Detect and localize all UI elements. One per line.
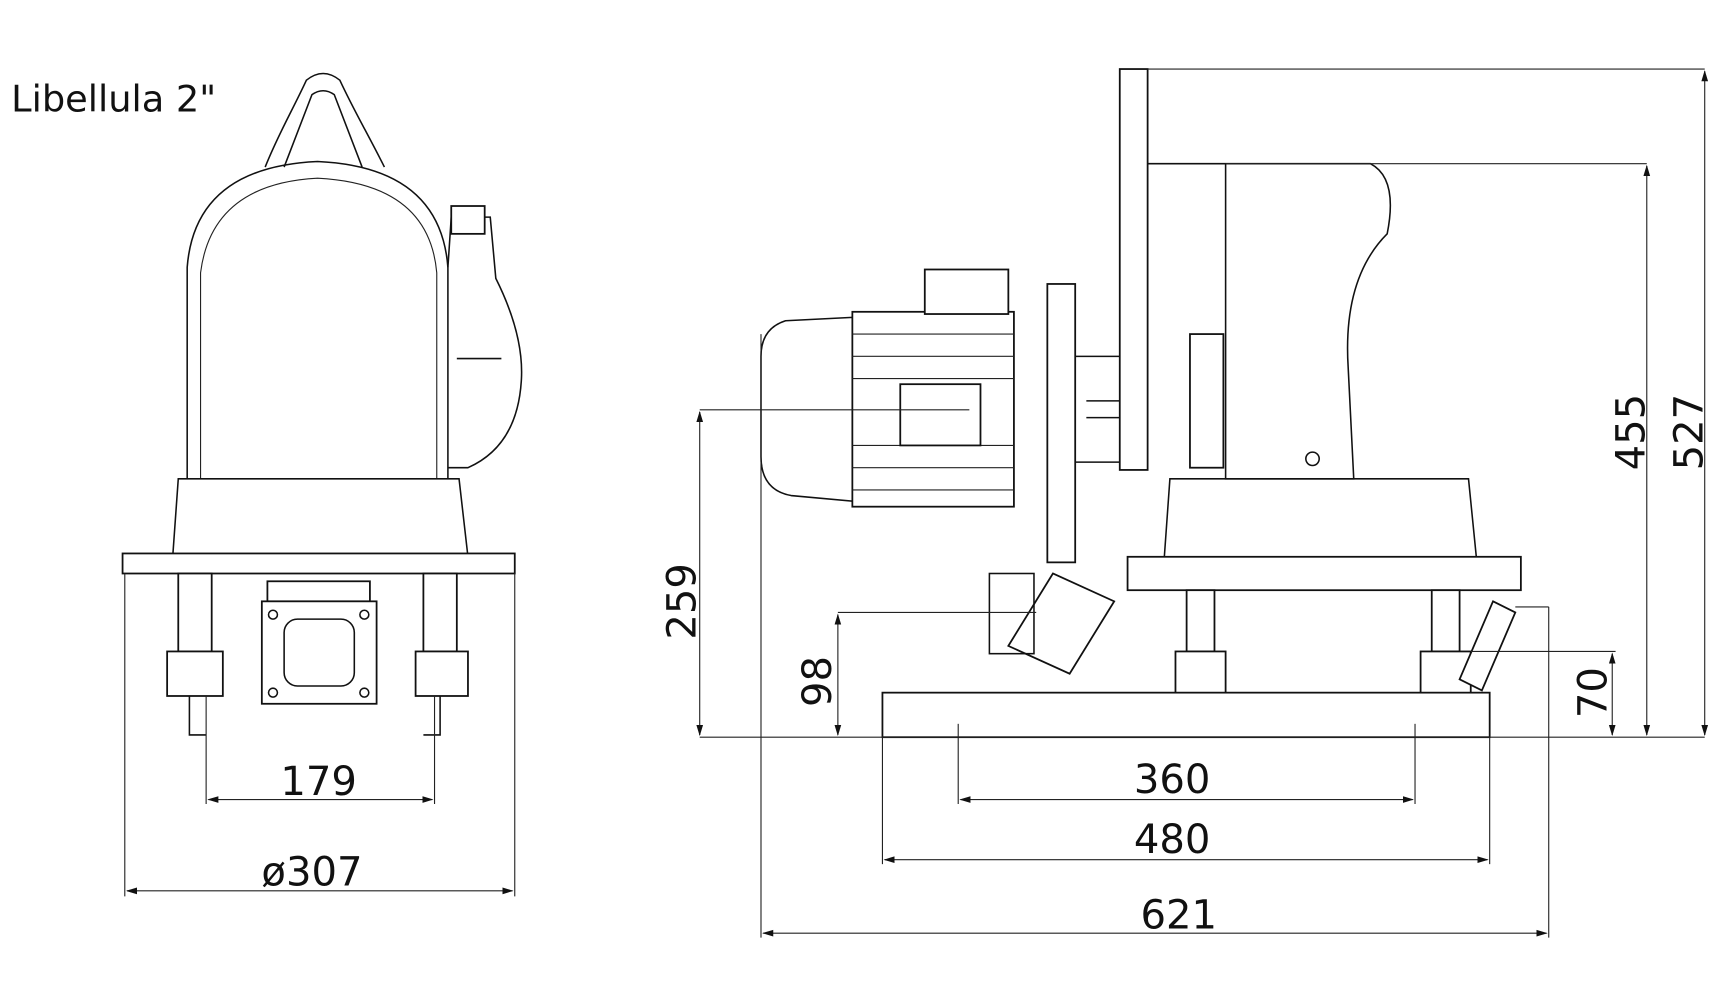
- dim-label-259: 259: [659, 563, 705, 640]
- pump-cover-flange: [1189, 333, 1225, 469]
- side-leg-right: [1430, 589, 1461, 653]
- side-base-plate: [1126, 555, 1522, 592]
- drawing-title: Libellula 2": [11, 77, 216, 120]
- dim-label-455: 455: [1609, 394, 1655, 471]
- base-plate: [121, 552, 516, 575]
- leg-left: [177, 572, 213, 653]
- vent-cap: [450, 205, 486, 235]
- outlet-flange: [260, 600, 378, 705]
- leg-right: [422, 572, 458, 653]
- foot-left: [166, 650, 224, 697]
- dimension-lines: [124, 68, 1709, 938]
- pump-front-plate: [1118, 68, 1149, 471]
- dim-label-70: 70: [1571, 667, 1617, 718]
- dim-label-621: 621: [1141, 893, 1218, 939]
- outlet-port: [283, 618, 356, 687]
- side-foot-left: [1174, 650, 1227, 697]
- motor-flange: [1046, 283, 1077, 564]
- dim-label-179: 179: [280, 759, 357, 805]
- outlet-elbow: [1458, 600, 1517, 692]
- terminal-box: [923, 268, 1010, 315]
- drain-plug: [1305, 451, 1320, 467]
- pump-housing-inner-arch: [199, 177, 438, 479]
- motor-base: [171, 478, 469, 558]
- flange-bolts: [267, 609, 370, 698]
- side-leg-left: [1185, 589, 1216, 653]
- dim-label-307: ø307: [261, 849, 362, 895]
- motor-nameplate: [899, 383, 982, 447]
- dim-label-480: 480: [1134, 817, 1211, 863]
- dim-label-98: 98: [795, 656, 841, 707]
- pump-base: [1163, 478, 1478, 558]
- pump-housing-arch: [186, 160, 449, 479]
- side-view: [760, 68, 1522, 739]
- inlet-pipe: [988, 572, 1035, 655]
- lifting-handle: [264, 72, 386, 168]
- inlet-elbow: [1007, 572, 1116, 675]
- foot-bolts: [188, 695, 441, 736]
- front-view: [121, 72, 523, 736]
- dim-label-527: 527: [1666, 394, 1712, 471]
- dim-label-360: 360: [1134, 757, 1211, 803]
- outlet-header: [266, 580, 371, 603]
- pump-side-body: [447, 216, 523, 469]
- pump-housing: [1147, 162, 1392, 480]
- handle-inner: [283, 89, 363, 168]
- foot-right: [414, 650, 469, 697]
- bottom-frame: [881, 691, 1491, 739]
